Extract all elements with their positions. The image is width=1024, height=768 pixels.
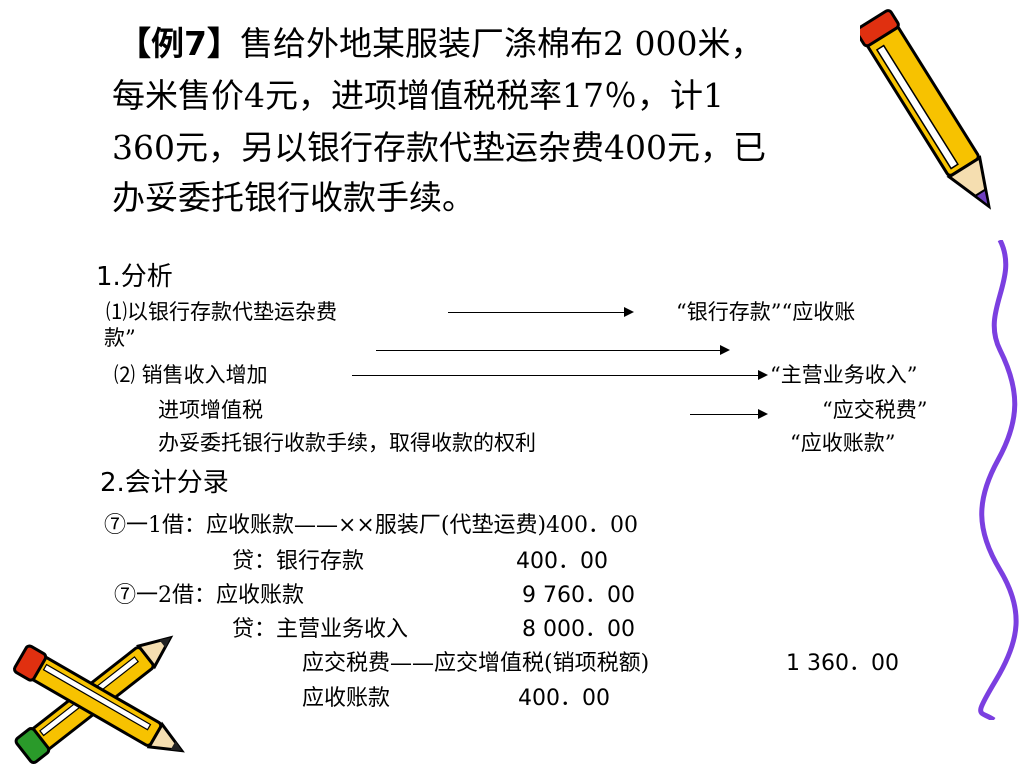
pencil-icon (860, 9, 992, 210)
title-line-1: 【例7】售给外地某服装厂涤棉布2 000米， (118, 20, 763, 68)
analysis-item1-wrap: 款” (104, 326, 136, 350)
entry-line-4-label: 贷：主营业务收入 (232, 617, 409, 642)
arrow-3 (352, 370, 768, 380)
entry-line-5-amount: 1 360．00 (786, 651, 899, 676)
entry-line-2-label: 贷：银行存款 (232, 549, 365, 574)
entry-line-3-label: ⑦一2借：应收账款 (114, 583, 304, 608)
analysis-item1-left: ⑴以银行存款代垫运杂费 (106, 300, 337, 324)
arrow-4 (690, 409, 768, 419)
analysis-item1-right: “银行存款”“应收账 (676, 300, 856, 324)
analysis-item3-right: “应交税费” (822, 398, 928, 422)
analysis-item2-left: ⑵ 销售收入增加 (114, 363, 268, 387)
title-line-3: 360元，另以银行存款代垫运杂费400元，已 (112, 128, 766, 167)
entry-line-4-amount: 8 000．00 (522, 617, 635, 642)
title-line-4: 办妥委托银行收款手续。 (112, 178, 475, 217)
entry-line-1: ⑦一1借：应收账款——××服装厂(代垫运费)400．00 (104, 513, 639, 538)
title-text: 售给外地某服装厂涤棉布2 000米， (239, 24, 764, 63)
title-line-2: 每米售价4元，进项增值税税率17％，计1 (112, 76, 724, 115)
analysis-item4-right: “应收账款” (790, 431, 896, 455)
crossed-pencils-icon (13, 635, 185, 765)
arrow-2 (376, 345, 730, 355)
entry-line-3-amount: 9 760．00 (522, 583, 635, 608)
analysis-item2-right: “主营业务收入” (770, 363, 918, 387)
entries-heading: 2.会计分录 (100, 468, 229, 498)
analysis-item4-left: 办妥委托银行收款手续，取得收款的权利 (158, 431, 536, 455)
analysis-heading: 1.分析 (96, 262, 173, 292)
entry-line-6-label: 应收账款 (302, 686, 391, 711)
wavy-line-decoration (978, 240, 1019, 720)
entry-line-5-label: 应交税费——应交增值税(销项税额) (302, 651, 650, 676)
arrow-1 (448, 307, 634, 317)
entry-line-2-amount: 400．00 (516, 549, 608, 574)
example-label: 【例7】 (118, 24, 240, 63)
entry-line-6-amount: 400．00 (518, 686, 610, 711)
analysis-item3-left: 进项增值税 (158, 398, 263, 422)
